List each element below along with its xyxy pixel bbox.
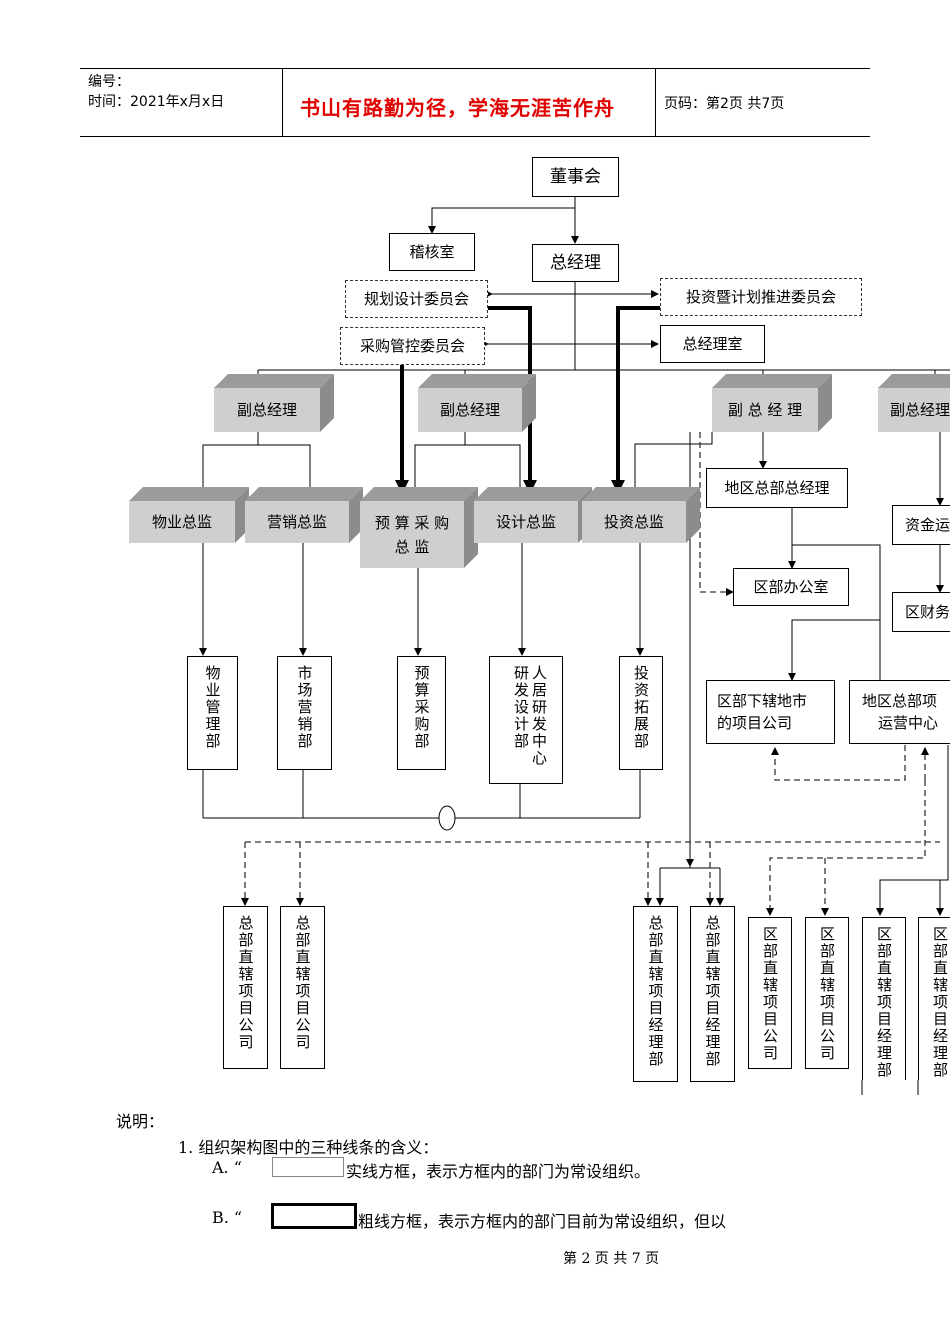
hq-project-company-box: 总部直辖项目公司 — [280, 906, 325, 1069]
general-manager-box: 总经理 — [532, 244, 619, 282]
budget-purchase-director-block: 预 算 采 购 总 监 — [360, 487, 478, 568]
notes-b-text: 粗线方框，表示方框内的部门目前为常设组织，但以 — [358, 1212, 727, 1231]
purchase-committee-box: 采购管控委员会 — [340, 327, 485, 365]
investment-expansion-dept-box: 投资拓展部 — [619, 656, 663, 770]
investment-director-block: 投资总监 — [582, 487, 700, 543]
thin-border-sample — [272, 1157, 344, 1177]
marketing-dept-box: 市场营销部 — [277, 656, 332, 770]
ops-center-line1: 地区总部项 — [862, 692, 938, 710]
gm-office-box: 总经理室 — [660, 325, 765, 363]
budget-director-line2: 总 监 — [394, 537, 430, 556]
marketing-director-block: 营销总监 — [245, 487, 363, 543]
header-divider — [282, 68, 283, 136]
planning-design-committee-box: 规划设计委员会 — [345, 280, 488, 318]
notes-a-prefix: A. “ — [212, 1158, 242, 1177]
thick-border-sample — [271, 1203, 357, 1229]
notes-a-text: 实线方框，表示方框内的部门为常设组织。 — [346, 1162, 651, 1181]
investment-expansion-dept-label: 投资拓展部 — [632, 665, 650, 750]
audit-office-box: 稽核室 — [389, 233, 475, 271]
vice-gm-block: 副总经理 — [214, 374, 334, 432]
regional-office-box: 区部办公室 — [733, 568, 849, 606]
regional-project-company-label: 区部直辖项目公司 — [818, 926, 836, 1062]
hq-project-company-label: 总部直辖项目公司 — [236, 915, 255, 1051]
hq-project-company-label: 总部直辖项目公司 — [293, 915, 312, 1051]
header-motto: 书山有路勤为径，学海无涯苦作舟 — [300, 96, 615, 120]
budget-purchase-dept-box: 预算采购部 — [397, 656, 446, 770]
design-director-block: 设计总监 — [474, 487, 592, 543]
doc-time-label: 时间：2021年x月x日 — [88, 94, 225, 110]
property-management-dept-label: 物业管理部 — [203, 665, 222, 750]
header-divider — [655, 68, 656, 136]
regional-project-manager-dept-box: 区部直辖项目经理部 — [862, 917, 906, 1080]
vice-gm-block: 副总经理 — [878, 374, 950, 432]
hq-project-manager-dept-label: 总部直辖项目经理部 — [703, 915, 722, 1068]
hq-project-manager-dept-label: 总部直辖项目经理部 — [646, 915, 665, 1068]
property-management-dept-box: 物业管理部 — [187, 656, 238, 770]
page-indicator: 页码：第2页 共7页 — [664, 96, 785, 112]
hq-project-manager-dept-box: 总部直辖项目经理部 — [690, 906, 735, 1082]
rd-design-dept-label: 研发设计部 — [512, 665, 530, 750]
notes-item-1: 1. 组织架构图中的三种线条的含义： — [178, 1138, 439, 1157]
hq-project-company-box: 总部直辖项目公司 — [223, 906, 268, 1069]
doc-number-label: 编号： — [88, 74, 130, 90]
investment-committee-box: 投资暨计划推进委员会 — [660, 278, 862, 316]
sub-company-line2: 的项目公司 — [717, 714, 793, 732]
sub-company-line1: 区部下辖地市 — [717, 692, 808, 710]
regional-project-manager-dept-box: 区部直辖项目经理部 — [918, 917, 950, 1080]
regional-finance-box: 区财务 — [892, 592, 950, 632]
marketing-dept-label: 市场营销部 — [295, 665, 314, 750]
regional-project-company-label: 区部直辖项目公司 — [761, 926, 779, 1062]
rd-center-label: 人居研发中心 — [530, 665, 548, 767]
regional-gm-box: 地区总部总经理 — [706, 468, 848, 508]
budget-director-line1: 预 算 采 购 — [374, 513, 450, 532]
regional-sub-company-box: 区部下辖地市 的项目公司 — [706, 680, 835, 744]
hq-project-manager-dept-box: 总部直辖项目经理部 — [633, 906, 678, 1082]
regional-project-manager-dept-label: 区部直辖项目经理部 — [875, 926, 893, 1079]
vice-gm-block: 副 总 经 理 — [712, 374, 832, 432]
fund-operations-box: 资金运 — [892, 505, 950, 545]
regional-ops-center-box: 地区总部项 运营中心 — [849, 680, 950, 744]
board-of-directors-box: 董事会 — [532, 157, 619, 197]
notes-b-prefix: B. “ — [212, 1208, 243, 1227]
ops-center-line2: 运营中心 — [878, 714, 939, 732]
regional-project-manager-dept-label: 区部直辖项目经理部 — [931, 926, 949, 1079]
regional-project-company-box: 区部直辖项目公司 — [805, 917, 849, 1069]
property-director-block: 物业总监 — [129, 487, 249, 543]
header-bottom-rule — [80, 136, 870, 137]
budget-purchase-dept-label: 预算采购部 — [412, 665, 431, 750]
regional-project-company-box: 区部直辖项目公司 — [748, 917, 792, 1069]
page-footer: 第 2 页 共 7 页 — [563, 1251, 660, 1267]
vice-gm-block: 副总经理 — [418, 374, 536, 432]
rd-design-dept-box: 研发设计部 人居研发中心 — [489, 656, 563, 784]
notes-title: 说明： — [116, 1112, 165, 1131]
header-top-rule — [80, 68, 870, 69]
